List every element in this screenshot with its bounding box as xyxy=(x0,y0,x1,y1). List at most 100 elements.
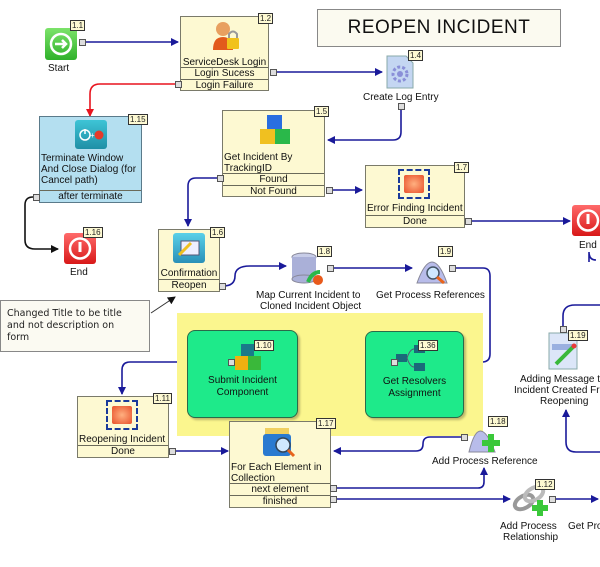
servicedesk-login-node[interactable]: ServiceDesk Login Login Sucess Login Fai… xyxy=(180,16,269,91)
form-edit-icon xyxy=(173,233,205,263)
wire-addref-to-foreach xyxy=(333,436,463,455)
search-reference-icon[interactable] xyxy=(415,251,449,285)
get-incident-node[interactable]: Get Incident By TrackingID Found Not Fou… xyxy=(222,110,325,197)
log-gear-icon[interactable] xyxy=(386,55,414,89)
confirmation-node[interactable]: Confirmation Reopen xyxy=(158,229,220,292)
node-id-badge: 1.15 xyxy=(128,114,148,125)
node-label-line1: For Each Element in xyxy=(231,462,322,473)
output-port[interactable] xyxy=(398,103,405,110)
map-label-line2: Cloned Incident Object xyxy=(260,301,362,312)
end-node-right[interactable] xyxy=(572,205,600,236)
node-label: Confirmation xyxy=(160,268,218,279)
output-finished[interactable]: finished xyxy=(230,495,330,508)
output-not-found[interactable]: Not Found xyxy=(223,185,324,198)
node-label-line2: Collection xyxy=(231,473,275,484)
input-port[interactable] xyxy=(391,359,398,366)
output-login-failure[interactable]: Login Failure xyxy=(181,79,268,92)
output-port[interactable] xyxy=(327,265,334,272)
node-id-badge: 1.4 xyxy=(408,50,424,61)
power-icon xyxy=(68,237,92,260)
node-label: ServiceDesk Login xyxy=(182,57,267,68)
terminate-window-node[interactable]: + Terminate Window And Close Dialog (for… xyxy=(39,116,142,203)
node-label-line1: Terminate Window xyxy=(41,153,124,164)
output-after-terminate[interactable]: after terminate xyxy=(40,190,141,203)
node-id-badge: 1.10 xyxy=(254,340,274,351)
adding-msg-label-line3: Reopening xyxy=(540,396,589,407)
input-port[interactable] xyxy=(560,326,567,333)
output-port[interactable] xyxy=(175,81,182,88)
node-label-line2: Component xyxy=(216,387,269,398)
wire-submit-to-reopening xyxy=(118,361,231,395)
output-port[interactable] xyxy=(330,496,337,503)
node-id-badge: 1.1 xyxy=(70,20,86,31)
output-done[interactable]: Done xyxy=(78,445,168,458)
output-port[interactable] xyxy=(79,39,86,46)
output-port[interactable] xyxy=(549,496,556,503)
error-finding-incident-node[interactable]: Error Finding Incident Done xyxy=(365,165,465,228)
node-id-badge: 1.16 xyxy=(83,227,103,238)
node-id-badge: 1.6 xyxy=(210,227,226,238)
node-id-badge: 1.7 xyxy=(454,162,470,173)
output-port[interactable] xyxy=(461,434,468,441)
for-each-element-node[interactable]: For Each Element in Collection next elem… xyxy=(229,421,331,508)
add-link-icon[interactable] xyxy=(512,482,550,516)
add-rel-label-line2: Relationship xyxy=(503,532,559,543)
user-lock-icon xyxy=(211,20,241,52)
output-port[interactable] xyxy=(449,265,456,272)
input-port[interactable] xyxy=(228,359,235,366)
add-reference-icon[interactable] xyxy=(467,418,503,454)
start-label: Start xyxy=(48,63,70,74)
create-log-entry-label: Create Log Entry xyxy=(363,92,439,103)
map-label-line1: Map Current Incident to xyxy=(256,290,361,301)
wire-into-end-right xyxy=(588,251,597,262)
diagram-title: REOPEN INCIDENT xyxy=(317,9,561,47)
output-login-success[interactable]: Login Sucess xyxy=(181,67,268,80)
start-node[interactable] xyxy=(45,28,77,60)
arrow-right-circle-icon xyxy=(49,32,73,56)
output-port[interactable] xyxy=(219,283,226,290)
output-port[interactable] xyxy=(217,175,224,182)
get-process-references-label: Get Process References xyxy=(376,290,485,301)
node-label-line1: Submit Incident xyxy=(208,375,277,386)
reopening-incident-node[interactable]: Reopening Incident Done xyxy=(77,396,169,458)
node-id-badge: 1.9 xyxy=(438,246,454,257)
cubes-icon xyxy=(258,114,292,148)
end-node-left[interactable] xyxy=(64,233,96,264)
node-id-badge: 1.36 xyxy=(418,340,438,351)
wire-login-failure-to-terminate xyxy=(86,83,176,117)
output-port[interactable] xyxy=(270,69,277,76)
wire-up-to-adding-msg xyxy=(562,409,600,453)
node-label-line3: Cancel path) xyxy=(41,175,98,186)
node-label-line1: Get Incident By xyxy=(224,152,293,163)
output-port[interactable] xyxy=(326,187,333,194)
output-port[interactable] xyxy=(330,485,337,492)
comment-line1: Changed Title to be title xyxy=(7,308,122,319)
add-rel-label-line1: Add Process xyxy=(500,521,557,532)
comment-line3: form xyxy=(7,332,30,343)
get-pro-label: Get Pro xyxy=(568,521,600,532)
form-pencil-icon[interactable] xyxy=(548,332,580,370)
cubes-icon xyxy=(233,343,263,373)
output-done[interactable]: Done xyxy=(366,215,464,228)
stop-icon xyxy=(106,400,138,430)
comment-note[interactable]: Changed Title to be title and not descri… xyxy=(0,300,150,352)
wire-found-to-confirmation xyxy=(184,177,219,227)
output-reopen[interactable]: Reopen xyxy=(159,279,219,292)
node-id-badge: 1.17 xyxy=(316,418,336,429)
node-id-badge: 1.2 xyxy=(258,13,274,24)
power-icon xyxy=(576,209,600,232)
database-map-icon[interactable] xyxy=(290,252,324,286)
node-id-badge: 1.12 xyxy=(535,479,555,490)
output-found[interactable]: Found xyxy=(223,173,324,186)
output-port[interactable] xyxy=(33,194,40,201)
wire-to-adding-msg xyxy=(562,304,600,330)
output-port[interactable] xyxy=(465,218,472,225)
node-id-badge: 1.11 xyxy=(153,393,172,404)
adding-msg-label-line1: Adding Message to xyxy=(520,374,600,385)
output-next-element[interactable]: next element xyxy=(230,483,330,496)
wire-next-to-addref xyxy=(333,467,488,489)
output-port[interactable] xyxy=(169,448,176,455)
wire-refs-to-resolvers xyxy=(431,267,491,366)
node-id-badge: 1.19 xyxy=(568,330,588,341)
node-label-line2: TrackingID xyxy=(224,163,272,174)
